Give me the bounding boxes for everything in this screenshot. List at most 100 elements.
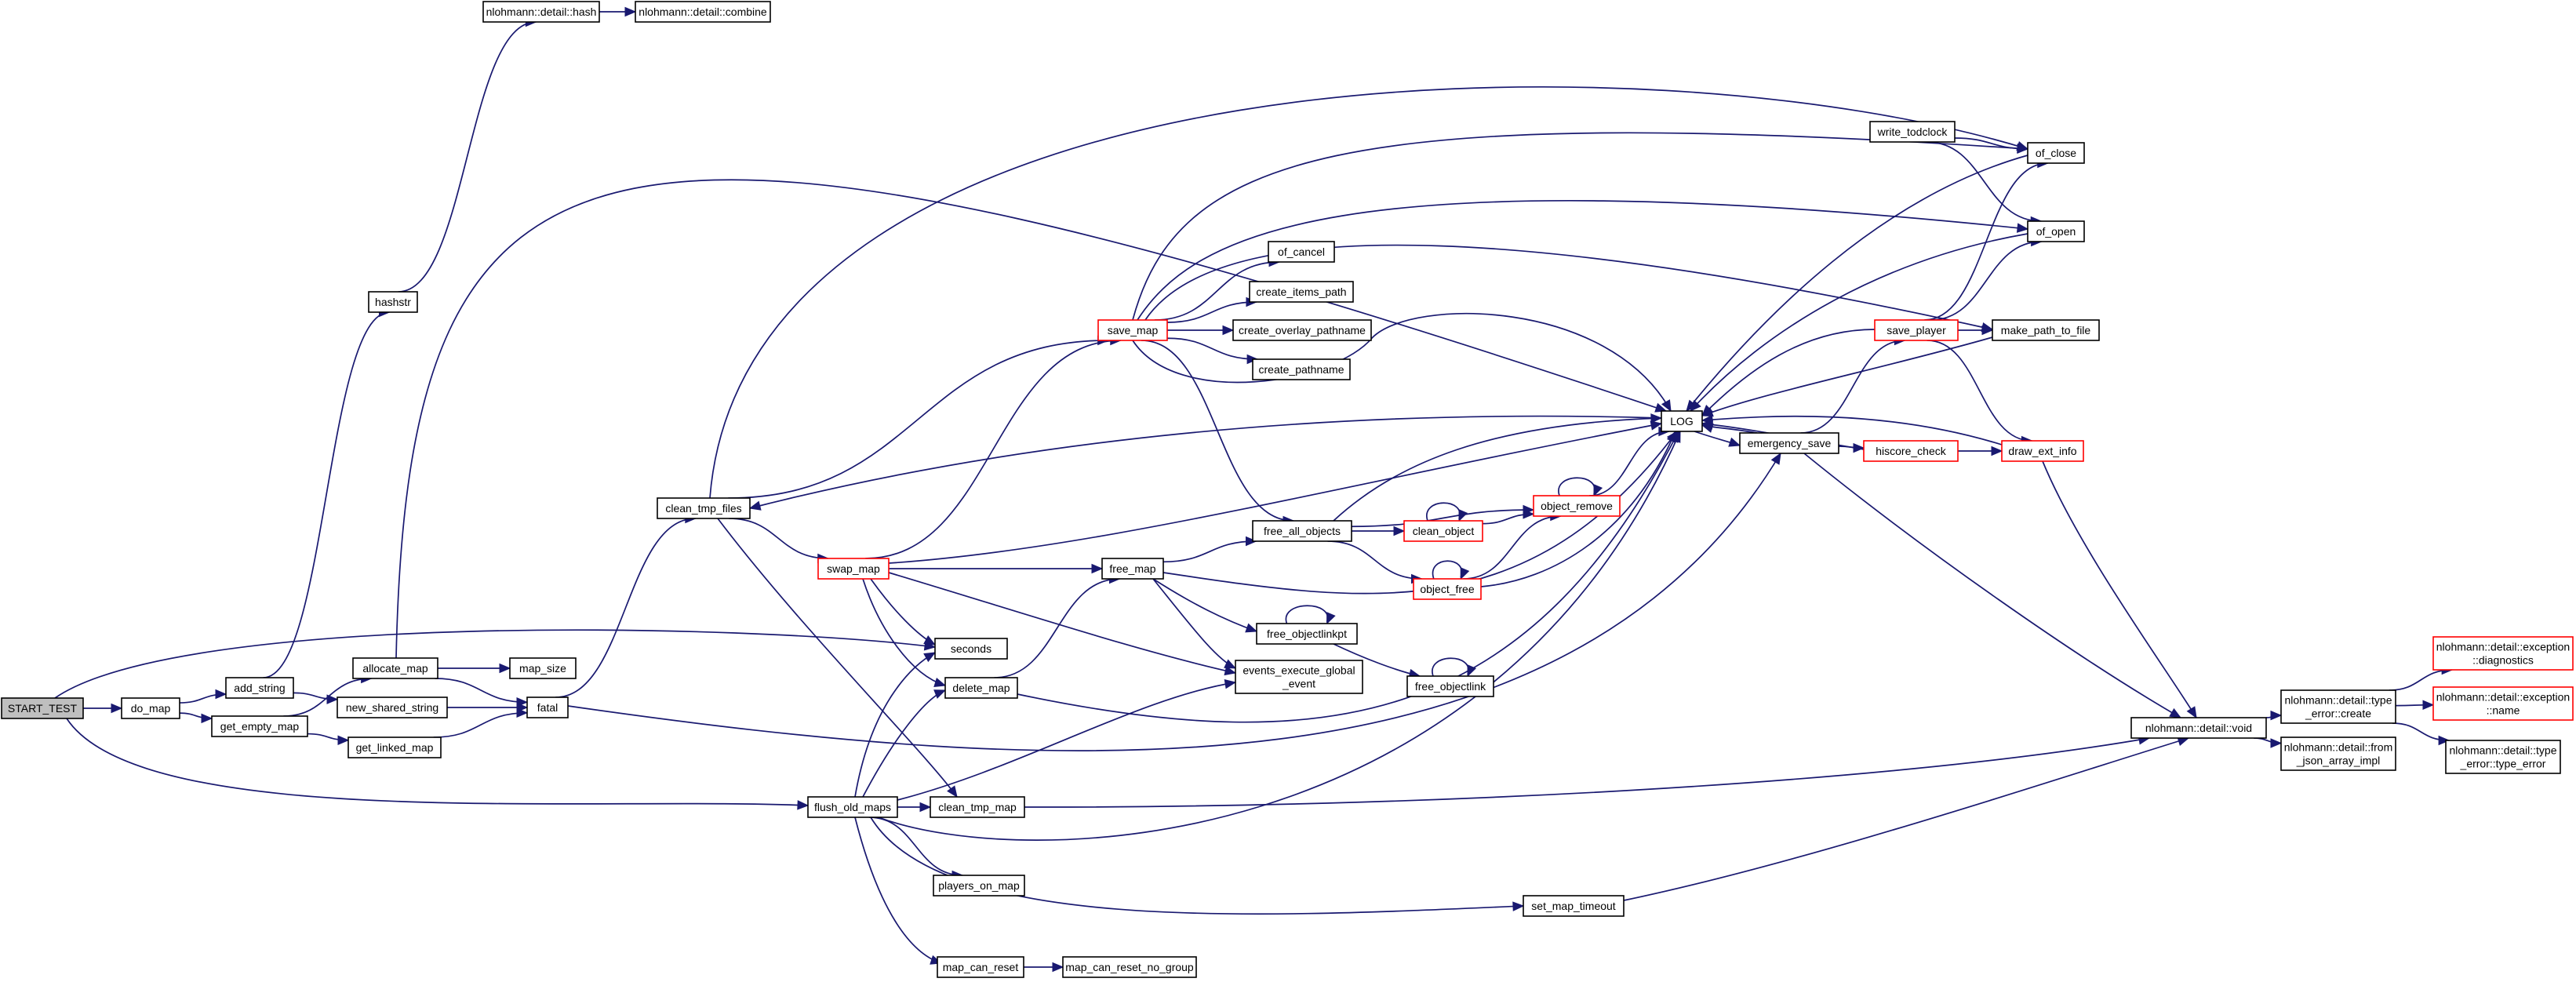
- node-clean-tmp-map[interactable]: clean_tmp_map: [930, 796, 1025, 818]
- node-create-overlay-pathname[interactable]: create_overlay_pathname: [1232, 319, 1372, 341]
- node-clean-tmp-files[interactable]: clean_tmp_files: [657, 497, 751, 519]
- edge-emergency_save-to-hiscore_check: [1838, 442, 1865, 453]
- edge-clean_tmp_files-to-clean_tmp_map: [717, 518, 958, 798]
- node-save-player[interactable]: save_player: [1874, 319, 1959, 341]
- node-label: delete_map: [952, 682, 1010, 694]
- node-object-free[interactable]: object_free: [1413, 578, 1482, 600]
- node-label: nlohmann::detail::hash: [486, 5, 597, 18]
- node-label: nlohmann::detail::exception: [2436, 641, 2570, 653]
- node-label: save_player: [1887, 324, 1946, 336]
- node-free-all-objects[interactable]: free_all_objects: [1252, 520, 1352, 542]
- edge-nlohmann_void-to-nlohmann_type_error_create: [2265, 710, 2283, 721]
- edge-save_map-to-create_pathname: [1166, 337, 1259, 365]
- node-label: free_objectlinkpt: [1267, 627, 1347, 640]
- node-start-test[interactable]: START_TEST: [1, 697, 84, 719]
- edge-write_todclock-to-of_close: [1954, 137, 2029, 154]
- node-label: of_close: [2036, 147, 2076, 159]
- node-label: new_shared_string: [346, 701, 438, 714]
- node-label: clean_tmp_map: [938, 801, 1017, 813]
- node-free-objectlinkpt[interactable]: free_objectlinkpt: [1256, 623, 1358, 645]
- node-nlohmann-exception-name[interactable]: nlohmann::detail::exception::name: [2432, 686, 2574, 721]
- node-nlohmann-hash[interactable]: nlohmann::detail::hash: [482, 1, 600, 23]
- node-get-linked-map[interactable]: get_linked_map: [347, 736, 442, 758]
- node-of-open[interactable]: of_open: [2027, 220, 2085, 242]
- node-nlohmann-combine[interactable]: nlohmann::detail::combine: [635, 1, 771, 23]
- node-label: ::name: [2487, 704, 2520, 717]
- node-swap-map[interactable]: swap_map: [817, 558, 890, 580]
- edge-do_map-to-get_empty_map: [179, 712, 213, 724]
- node-create-pathname[interactable]: create_pathname: [1252, 358, 1351, 380]
- node-get-empty-map[interactable]: get_empty_map: [211, 715, 308, 737]
- node-label: create_pathname: [1259, 363, 1344, 376]
- edge-flush_old_maps-to-delete_map: [862, 689, 947, 798]
- node-free-objectlink[interactable]: free_objectlink: [1406, 675, 1494, 697]
- edge-object_remove-to-object_remove: [1558, 477, 1603, 497]
- node-label: map_size: [519, 662, 566, 675]
- node-nlohmann-exception-diagnostics[interactable]: nlohmann::detail::exception::diagnostics: [2432, 636, 2574, 671]
- node-emergency-save[interactable]: emergency_save: [1739, 432, 1839, 454]
- node-label: clean_object: [1413, 525, 1475, 537]
- edge-fatal-to-emergency_save: [567, 452, 1781, 752]
- node-of-close[interactable]: of_close: [2027, 142, 2085, 164]
- edge-flush_old_maps-to-clean_tmp_map: [897, 802, 932, 813]
- node-fatal[interactable]: fatal: [526, 696, 569, 718]
- node-new-shared-string[interactable]: new_shared_string: [337, 696, 448, 718]
- node-label: _error::type_error: [2460, 758, 2546, 770]
- edge-allocate_map-to-fatal: [435, 678, 529, 707]
- edge-swap_map-to-free_map: [888, 563, 1104, 574]
- node-hiscore-check[interactable]: hiscore_check: [1863, 440, 1959, 462]
- node-label: hiscore_check: [1876, 445, 1946, 457]
- node-do-map[interactable]: do_map: [121, 697, 180, 719]
- node-label: object_remove: [1541, 500, 1613, 512]
- edge-flush_old_maps-to-seconds: [854, 652, 937, 798]
- edge-swap_map-to-seconds: [870, 578, 937, 646]
- edge-free_map-to-free_all_objects: [1162, 536, 1257, 563]
- edge-clean_tmp_files-to-save_map: [728, 335, 1109, 499]
- edge-object_remove-to-log: [1589, 426, 1671, 496]
- node-map-can-reset-no-group[interactable]: map_can_reset_no_group: [1062, 956, 1197, 978]
- edge-save_player-to-make_path_to_file: [1957, 325, 1994, 336]
- node-seconds[interactable]: seconds: [934, 638, 1008, 660]
- node-make-path-to-file[interactable]: make_path_to_file: [1992, 319, 2100, 341]
- node-draw-ext-info[interactable]: draw_ext_info: [2001, 440, 2084, 462]
- node-label: nlohmann::detail::from: [2284, 741, 2393, 754]
- node-set-map-timeout[interactable]: set_map_timeout: [1523, 895, 1625, 917]
- node-events-execute-global-event[interactable]: events_execute_global_event: [1235, 660, 1363, 694]
- node-delete-map[interactable]: delete_map: [944, 677, 1018, 699]
- edge-nlohmann_void-to-nlohmann_from_json_array_impl: [2254, 737, 2283, 748]
- node-label: draw_ext_info: [2008, 445, 2076, 457]
- node-nlohmann-from-json-array-impl[interactable]: nlohmann::detail::from_json_array_impl: [2280, 736, 2396, 771]
- node-hashstr[interactable]: hashstr: [368, 291, 418, 313]
- node-label: write_todclock: [1877, 125, 1948, 138]
- node-label: of_open: [2036, 225, 2076, 238]
- edge-nlohmann_type_error_create-to-nlohmann_exception_name: [2395, 700, 2435, 710]
- node-map-size[interactable]: map_size: [509, 657, 577, 679]
- node-write-todclock[interactable]: write_todclock: [1869, 121, 1956, 143]
- node-nlohmann-type-error-create[interactable]: nlohmann::detail::type_error::create: [2280, 689, 2396, 724]
- node-clean-object[interactable]: clean_object: [1403, 520, 1483, 542]
- node-of-cancel[interactable]: of_cancel: [1268, 241, 1335, 263]
- node-players-on-map[interactable]: players_on_map: [933, 875, 1025, 897]
- node-nlohmann-void[interactable]: nlohmann::detail::void: [2130, 717, 2267, 739]
- edge-log-to-clean_tmp_files: [748, 415, 1662, 511]
- node-allocate-map[interactable]: allocate_map: [352, 657, 438, 679]
- edge-add_string-to-new_shared_string: [293, 692, 339, 704]
- node-create-items-path[interactable]: create_items_path: [1249, 281, 1354, 303]
- node-map-can-reset[interactable]: map_can_reset: [937, 956, 1024, 978]
- node-object-remove[interactable]: object_remove: [1533, 495, 1621, 517]
- edge-clean_object-to-object_remove: [1482, 509, 1535, 525]
- node-nlohmann-type-error-type-error[interactable]: nlohmann::detail::type_error::type_error: [2445, 740, 2561, 774]
- node-label: ::diagnostics: [2472, 654, 2534, 667]
- node-save-map[interactable]: save_map: [1097, 319, 1168, 341]
- node-add-string[interactable]: add_string: [225, 677, 294, 699]
- node-label: map_can_reset_no_group: [1065, 961, 1194, 973]
- edge-clean_tmp_files-to-swap_map: [729, 518, 830, 564]
- node-flush-old-maps[interactable]: flush_old_maps: [807, 796, 898, 818]
- edge-allocate_map-to-log: [395, 179, 1668, 659]
- node-label: _json_array_impl: [2296, 755, 2381, 767]
- node-log[interactable]: LOG: [1661, 410, 1703, 432]
- node-free-map[interactable]: free_map: [1101, 558, 1164, 580]
- edge-nlohmann_type_error_create-to-nlohmann_type_error_type_error: [2392, 722, 2450, 746]
- edge-flush_old_maps-to-map_can_reset: [854, 817, 943, 965]
